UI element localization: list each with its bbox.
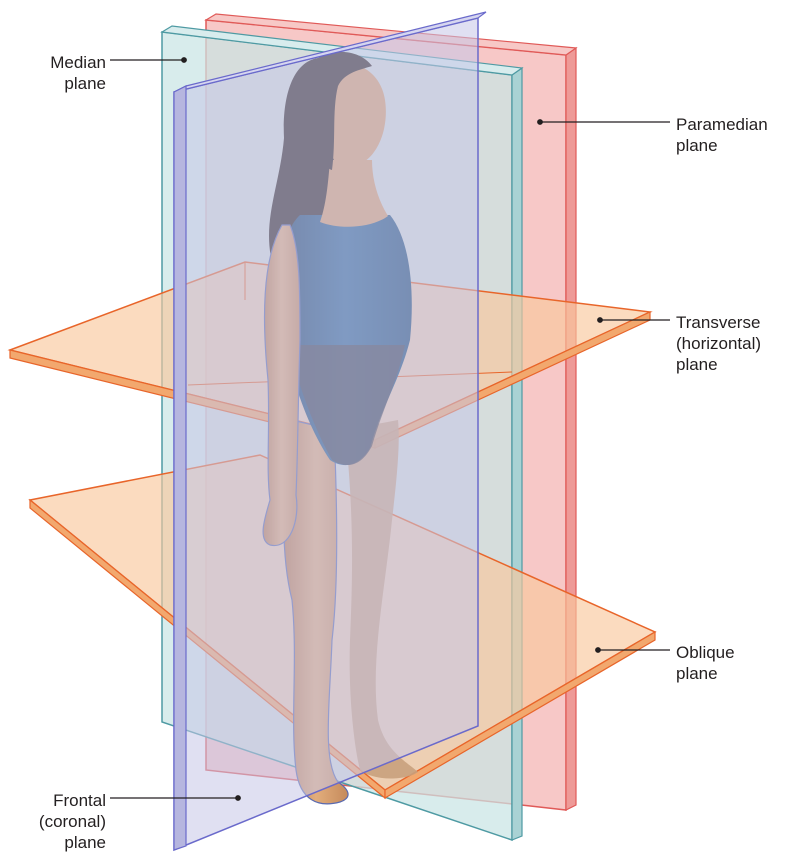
median-plane-label-line-1: Median: [18, 52, 106, 73]
oblique-plane-label-line-1: Oblique: [676, 642, 776, 663]
frontal-plane-label-line-2: (coronal): [18, 811, 106, 832]
transverse-plane-label-line-3: plane: [676, 354, 784, 375]
frontal-plane-label-line-3: plane: [18, 832, 106, 853]
median-plane-label: Median plane: [18, 52, 106, 94]
transverse-plane-label-line-2: (horizontal): [676, 333, 784, 354]
paramedian-plane-label-line-1: Paramedian: [676, 114, 784, 135]
paramedian-plane-label: Paramedian plane: [676, 114, 784, 156]
median-plane-label-line-2: plane: [18, 73, 106, 94]
frontal-plane: [174, 12, 486, 850]
oblique-plane-label-line-2: plane: [676, 663, 776, 684]
oblique-plane-label: Oblique plane: [676, 642, 776, 684]
transverse-plane-label: Transverse (horizontal) plane: [676, 312, 784, 375]
frontal-plane-label-line-1: Frontal: [18, 790, 106, 811]
paramedian-plane-label-line-2: plane: [676, 135, 784, 156]
transverse-plane-label-line-1: Transverse: [676, 312, 784, 333]
frontal-plane-label: Frontal (coronal) plane: [18, 790, 106, 853]
